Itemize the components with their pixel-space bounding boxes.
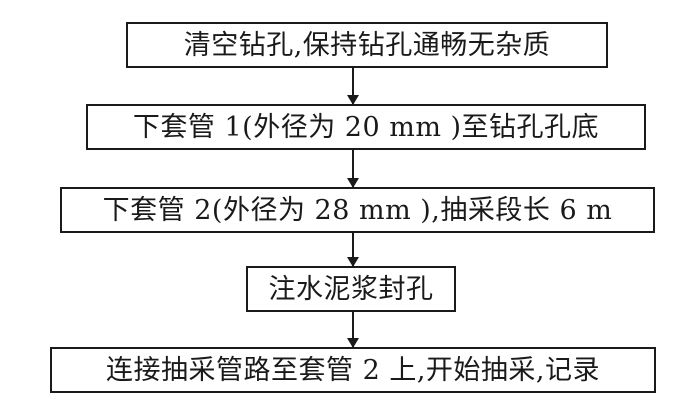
step-label-connect-extraction: 连接抽采管路至套管 2 上,开始抽采,记录 xyxy=(105,354,600,386)
step-box-connect-extraction: 连接抽采管路至套管 2 上,开始抽采,记录 xyxy=(50,347,656,393)
step-box-insert-casing-1: 下套管 1(外径为 20 mm )至钻孔孔底 xyxy=(86,104,646,150)
step-box-grout-seal: 注水泥浆封孔 xyxy=(246,266,456,312)
step-label-grout-seal: 注水泥浆封孔 xyxy=(268,273,434,305)
step-label-insert-casing-2: 下套管 2(外径为 28 mm ),抽采段长 6 m xyxy=(102,194,613,226)
step-box-clear-borehole: 清空钻孔,保持钻孔通畅无杂质 xyxy=(126,22,608,68)
down-arrow-connector xyxy=(347,233,359,267)
step-box-insert-casing-2: 下套管 2(外径为 28 mm ),抽采段长 6 m xyxy=(60,187,655,233)
step-label-insert-casing-1: 下套管 1(外径为 20 mm )至钻孔孔底 xyxy=(132,111,600,143)
down-arrow-connector xyxy=(347,68,359,105)
step-label-clear-borehole: 清空钻孔,保持钻孔通畅无杂质 xyxy=(183,29,551,61)
down-arrow-connector xyxy=(347,312,359,348)
down-arrow-connector xyxy=(347,150,359,188)
